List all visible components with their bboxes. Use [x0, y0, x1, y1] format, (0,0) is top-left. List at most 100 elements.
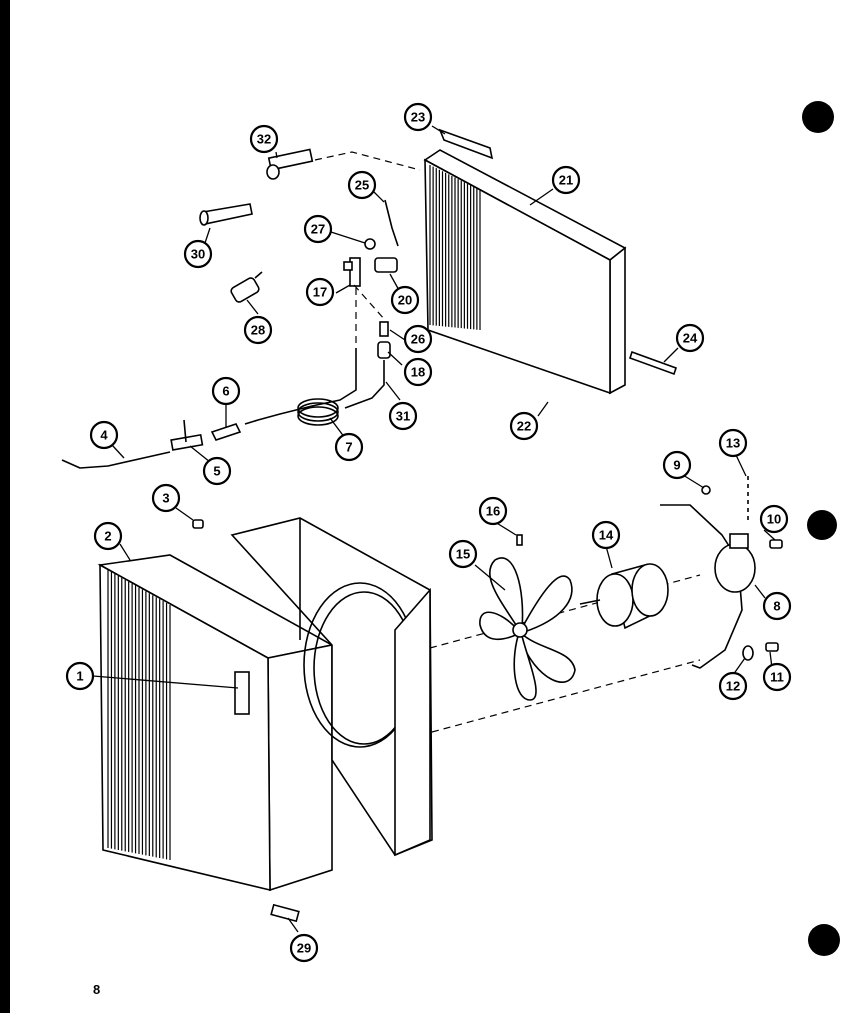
- svg-text:23: 23: [411, 110, 425, 125]
- svg-text:25: 25: [355, 178, 369, 193]
- callout-23: 23: [403, 102, 433, 132]
- callout-20: 20: [390, 285, 420, 315]
- callout-29: 29: [289, 933, 319, 963]
- callout-4: 4: [89, 420, 119, 450]
- nut-27-drawing: [364, 238, 376, 250]
- callout-30: 30: [183, 239, 213, 269]
- svg-text:5: 5: [213, 464, 220, 479]
- coil-7-drawing: [297, 398, 339, 426]
- tube-31-drawing: [344, 360, 385, 409]
- svg-text:7: 7: [345, 440, 352, 455]
- svg-text:28: 28: [251, 323, 265, 338]
- svg-text:12: 12: [726, 679, 740, 694]
- callout-8: 8: [762, 591, 792, 621]
- callout-11: 11: [762, 662, 792, 692]
- svg-text:32: 32: [257, 132, 271, 147]
- callout-16: 16: [478, 496, 508, 526]
- dash-line-26: [353, 284, 386, 321]
- svg-text:1: 1: [76, 669, 83, 684]
- svg-text:13: 13: [726, 436, 740, 451]
- svg-text:31: 31: [396, 409, 410, 424]
- callout-27: 27: [303, 214, 333, 244]
- clip-20-drawing: [374, 257, 398, 273]
- svg-text:15: 15: [456, 547, 470, 562]
- callout-1: 1: [65, 661, 95, 691]
- callout-15: 15: [448, 539, 478, 569]
- svg-text:29: 29: [297, 941, 311, 956]
- punch-hole-middle: [807, 510, 837, 540]
- tube-30-drawing: [199, 203, 253, 226]
- svg-text:10: 10: [767, 512, 781, 527]
- svg-text:8: 8: [773, 599, 780, 614]
- bracket-24-drawing: [628, 350, 678, 376]
- callout-28: 28: [243, 315, 273, 345]
- motor-mount-8-drawing: [660, 504, 756, 669]
- part-28-drawing: [230, 271, 263, 303]
- svg-text:17: 17: [313, 285, 327, 300]
- page-number: 8: [93, 982, 101, 997]
- svg-text:24: 24: [683, 331, 698, 346]
- svg-text:27: 27: [311, 222, 325, 237]
- callout-26: 26: [403, 324, 433, 354]
- screw-3-drawing: [192, 519, 204, 529]
- part-29-drawing: [270, 903, 300, 923]
- page-border-left: [0, 0, 10, 1013]
- part-6-drawing: [210, 423, 242, 441]
- callout-18: 18: [403, 357, 433, 387]
- part-4-drawing: [61, 451, 171, 469]
- svg-text:21: 21: [559, 173, 573, 188]
- callout-5: 5: [202, 456, 232, 486]
- svg-text:3: 3: [162, 491, 169, 506]
- fan-blade-15-drawing: [479, 557, 576, 701]
- svg-text:20: 20: [398, 293, 412, 308]
- part-11-drawing: [765, 642, 779, 652]
- dash-line-shroud-bottom: [431, 659, 701, 733]
- callout-32: 32: [249, 124, 279, 154]
- callout-13: 13: [718, 428, 748, 458]
- svg-text:4: 4: [100, 428, 108, 443]
- callout-24: 24: [675, 323, 705, 353]
- callout-7: 7: [334, 432, 364, 462]
- svg-text:9: 9: [673, 458, 680, 473]
- set-screw-16-drawing: [516, 534, 523, 546]
- part-26-drawing: [379, 321, 389, 337]
- condenser-coil-drawing: [97, 554, 335, 892]
- part-18-drawing: [377, 341, 391, 359]
- punch-hole-top: [802, 101, 834, 133]
- dash-line-32: [314, 151, 421, 171]
- callout-17: 17: [305, 277, 335, 307]
- evaporator-coil-drawing: [423, 149, 627, 395]
- svg-text:18: 18: [411, 365, 425, 380]
- screw-32-drawing: [266, 148, 314, 180]
- hose-25-drawing: [384, 199, 399, 247]
- callout-2: 2: [93, 521, 123, 551]
- part-5-drawing: [170, 419, 204, 451]
- svg-text:2: 2: [104, 529, 111, 544]
- callout-3: 3: [151, 483, 181, 513]
- callout-10: 10: [759, 504, 789, 534]
- callout-22: 22: [509, 411, 539, 441]
- svg-text:6: 6: [222, 384, 229, 399]
- svg-text:14: 14: [599, 528, 614, 543]
- valve-17-drawing: [343, 257, 361, 287]
- punch-hole-bottom: [808, 924, 840, 956]
- callout-21: 21: [551, 165, 581, 195]
- shroud-drawing: [230, 517, 433, 857]
- callout-31: 31: [388, 401, 418, 431]
- svg-text:30: 30: [191, 247, 205, 262]
- callout-14: 14: [591, 520, 621, 550]
- svg-text:26: 26: [411, 332, 425, 347]
- part-10-drawing: [769, 539, 783, 549]
- refrigerant-tubing-drawing: [244, 348, 357, 425]
- part-12-drawing: [742, 645, 754, 661]
- motor-14-drawing: [579, 563, 669, 630]
- svg-text:16: 16: [486, 504, 500, 519]
- bracket-23-drawing: [438, 128, 494, 160]
- callout-6: 6: [211, 376, 241, 406]
- callout-12: 12: [718, 671, 748, 701]
- svg-text:11: 11: [770, 670, 784, 685]
- svg-text:22: 22: [517, 419, 531, 434]
- callout-25: 25: [347, 170, 377, 200]
- callout-9: 9: [662, 450, 692, 480]
